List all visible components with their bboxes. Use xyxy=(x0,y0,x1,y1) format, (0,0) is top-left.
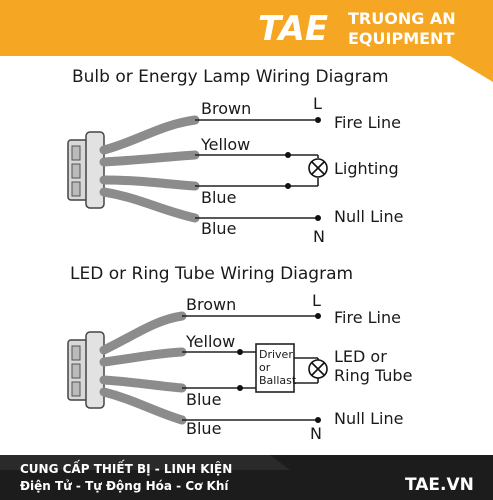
diagram2-null-line: Null Line xyxy=(334,409,403,428)
diagram2-wire-brown: Brown xyxy=(186,295,236,314)
diagram1-wire-bundle xyxy=(99,115,200,223)
diagram1-wire-brown: Brown xyxy=(201,99,251,118)
diagram2-junction-dots xyxy=(237,313,321,423)
driver-ballast-box xyxy=(255,343,295,393)
diagram2-wire-bundle xyxy=(99,311,187,425)
diagram1-lighting-label: Lighting xyxy=(334,159,399,178)
driver-label-line3: Ballast xyxy=(259,374,297,387)
diagram1-lines xyxy=(195,119,319,219)
diagram1-terminal-n: N xyxy=(313,227,325,246)
diagram2-wire-yellow: Yellow xyxy=(185,332,235,351)
diagram2-connector xyxy=(67,331,105,409)
diagram2-fire-line: Fire Line xyxy=(334,308,401,327)
diagram2-title: LED or Ring Tube Wiring Diagram xyxy=(70,264,353,284)
diagram1-lamp-icon xyxy=(308,158,328,178)
header-top-band xyxy=(0,0,493,56)
diagram1-wire-blue-1: Blue xyxy=(201,188,236,207)
diagram2-load-line2: Ring Tube xyxy=(334,366,412,385)
company-name-line1: TRUONG AN xyxy=(348,9,456,28)
diagram1-null-line: Null Line xyxy=(334,207,403,226)
driver-label-line1: Driver xyxy=(259,348,293,361)
diagram2-terminal-l: L xyxy=(312,291,321,310)
diagram2-wire-blue-2: Blue xyxy=(186,419,221,438)
diagram1-wire-yellow: Yellow xyxy=(200,135,250,154)
footer-site: TAE.VN xyxy=(405,475,474,495)
footer-line1: CUNG CẤP THIẾT BỊ - LINH KIỆN xyxy=(20,459,232,476)
diagram1-title: Bulb or Energy Lamp Wiring Diagram xyxy=(72,67,389,87)
driver-label-line2: or xyxy=(259,361,271,374)
diagram2-wire-blue-1: Blue xyxy=(186,390,221,409)
diagram2-lines xyxy=(182,315,319,421)
diagram2-lamp-icon xyxy=(308,359,328,379)
logo: TAE xyxy=(258,9,328,49)
footer-line2: Điện Tử - Tự Động Hóa - Cơ Khí xyxy=(20,479,229,493)
diagram2-load-line1: LED or xyxy=(334,347,387,366)
footer-accent xyxy=(0,455,290,470)
diagram1-terminal-l: L xyxy=(313,94,322,113)
diagram1-connector xyxy=(67,131,105,209)
diagram1-fire-line: Fire Line xyxy=(334,113,401,132)
diagram2-terminal-n: N xyxy=(310,424,322,443)
company-name-line2: EQUIPMENT xyxy=(348,29,454,48)
diagram1-junction-dots xyxy=(285,117,321,221)
diagram1-wire-blue-2: Blue xyxy=(201,219,236,238)
